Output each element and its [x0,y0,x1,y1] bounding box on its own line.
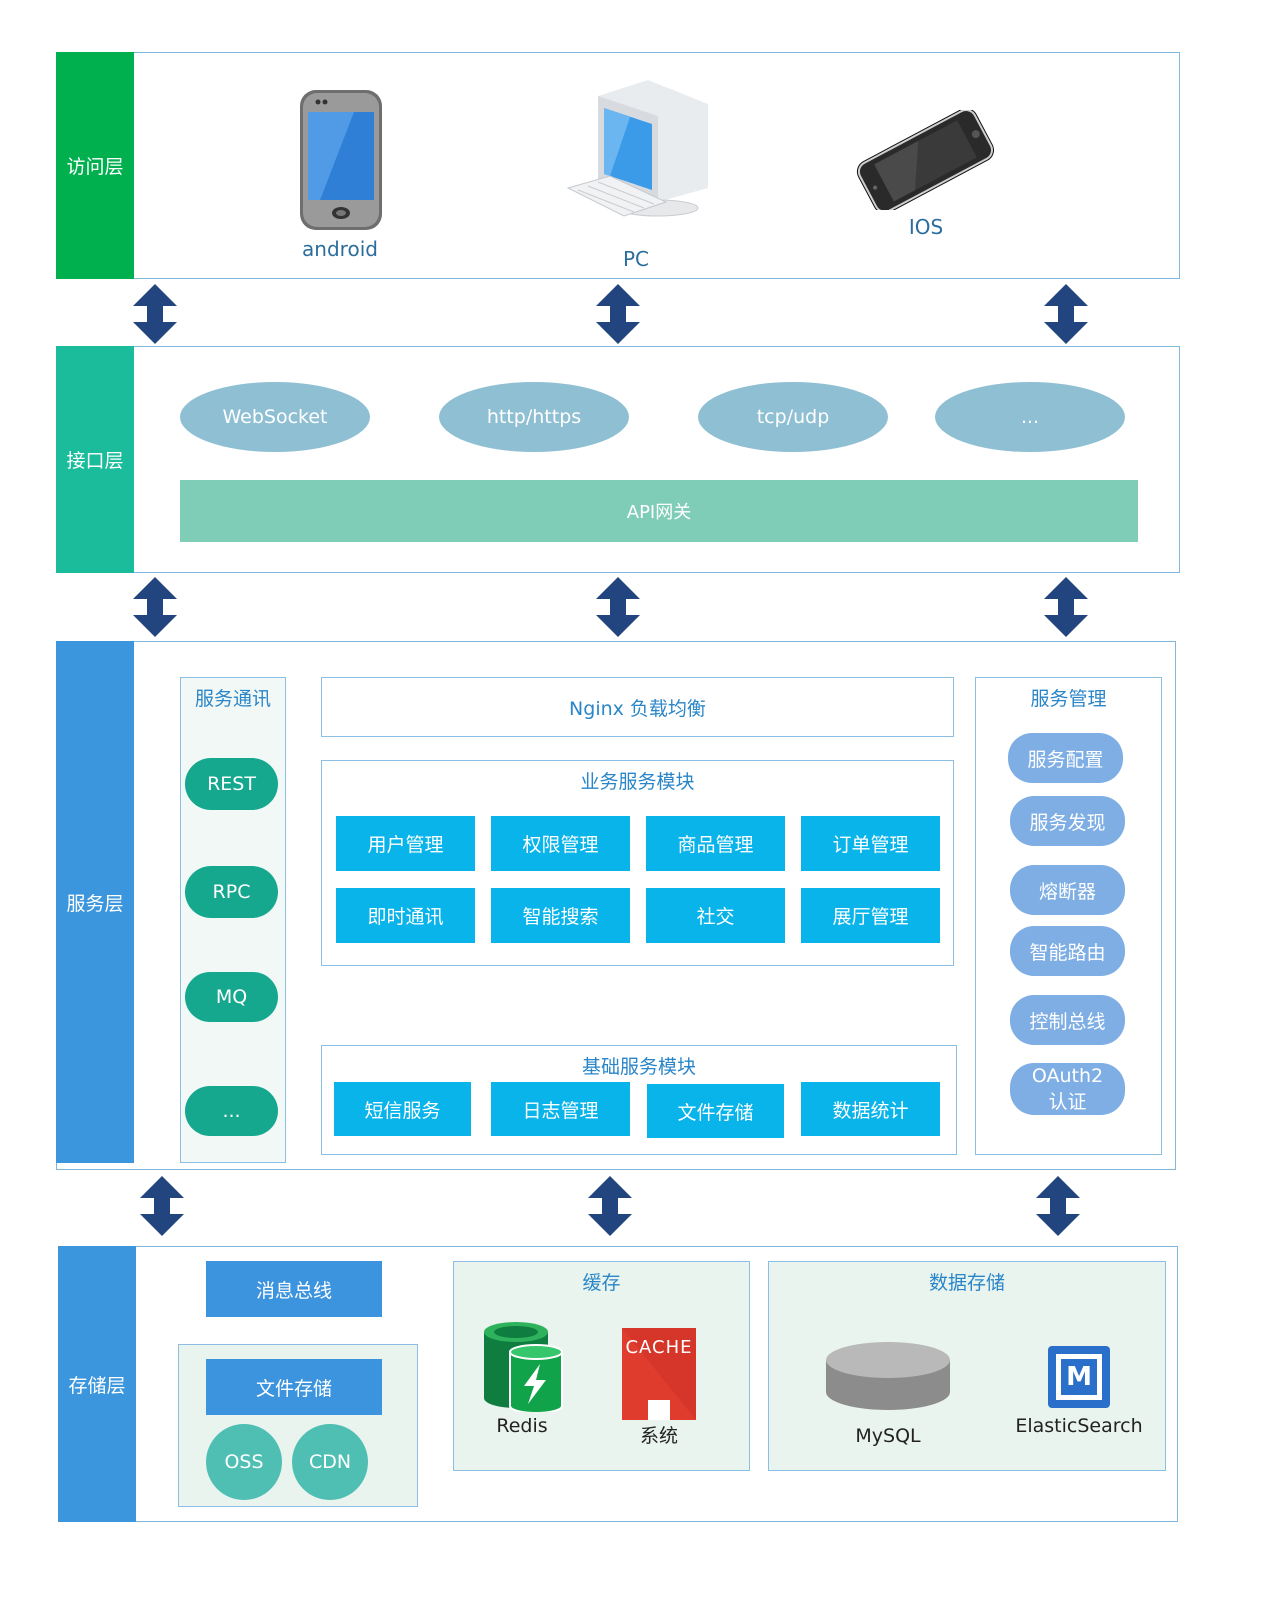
http-ellipse: http/https [439,382,629,452]
mysql-label: MySQL [855,1425,921,1447]
service-layer-label: 服务层 [56,641,134,1163]
more-comm-pill: ... [185,1086,278,1136]
oauth2-auth-pill: OAuth2 认证 [1010,1063,1125,1115]
cache-system-label: 系统 [639,1424,678,1447]
arrow-access-interface-center [596,284,640,344]
pc-label: PC [622,247,650,271]
business-modules-title: 业务服务模块 [580,770,695,793]
product-management-module: 商品管理 [646,816,785,871]
mysql-database-icon [824,1340,952,1412]
api-gateway-bar: API网关 [180,480,1138,542]
mq-pill: MQ [185,972,278,1022]
arrow-interface-service-center [596,577,640,637]
oauth2-label: OAuth2 [1031,1065,1104,1087]
elasticsearch-chip-icon [1048,1346,1110,1408]
cache-system-icon [622,1328,696,1420]
storage-layer-label: 存储层 [58,1246,136,1522]
service-config-pill: 服务配置 [1008,733,1123,783]
oss-circle: OSS [206,1424,282,1500]
interface-layer-label: 接口层 [56,346,134,573]
service-management-title: 服务管理 [1030,687,1107,710]
arrow-service-storage-left [140,1176,184,1236]
android-phone-icon [298,88,384,232]
cache-badge-label: CACHE [625,1336,693,1358]
social-module: 社交 [646,888,785,943]
log-management-module: 日志管理 [491,1082,630,1136]
service-discovery-pill: 服务发现 [1010,796,1125,846]
control-bus-pill: 控制总线 [1010,995,1125,1045]
arrow-access-interface-right [1044,284,1088,344]
pc-computer-icon [560,78,716,238]
more-protocols-ellipse: ... [935,382,1125,452]
base-modules-title: 基础服务模块 [581,1055,696,1078]
rpc-pill: RPC [185,866,278,918]
arrow-interface-service-left [133,577,177,637]
cache-title: 缓存 [582,1271,621,1294]
circuit-breaker-pill: 熔断器 [1010,865,1125,915]
cdn-circle: CDN [292,1424,368,1500]
file-storage-bar: 文件存储 [206,1359,382,1415]
android-label: android [302,237,378,261]
rest-pill: REST [185,758,278,810]
arrow-service-storage-right [1036,1176,1080,1236]
websocket-ellipse: WebSocket [180,382,370,452]
smart-search-module: 智能搜索 [491,888,630,943]
arrow-access-interface-left [133,284,177,344]
redis-icon [480,1320,564,1412]
order-management-module: 订单管理 [801,816,940,871]
message-bus-bar: 消息总线 [206,1261,382,1317]
data-statistics-module: 数据统计 [801,1082,940,1136]
arrow-service-storage-center [588,1176,632,1236]
data-storage-title: 数据存储 [928,1271,1005,1294]
permission-management-module: 权限管理 [491,816,630,871]
showroom-management-module: 展厅管理 [801,888,940,943]
instant-messaging-module: 即时通讯 [336,888,475,943]
sms-service-module: 短信服务 [334,1082,471,1136]
auth-label: 认证 [1048,1091,1087,1113]
tcp-udp-ellipse: tcp/udp [698,382,888,452]
redis-label: Redis [496,1415,548,1437]
user-management-module: 用户管理 [336,816,475,871]
elasticsearch-label: ElasticSearch [1015,1415,1143,1437]
file-storage-module: 文件存储 [647,1084,784,1138]
nginx-load-balancer-box: Nginx 负载均衡 [321,677,954,737]
arrow-interface-service-right [1044,577,1088,637]
ios-label: IOS [908,215,944,239]
ios-phone-icon [848,110,1002,210]
service-comm-title: 服务通讯 [194,687,271,710]
elasticsearch-chip-letter: M [1066,1362,1092,1392]
access-layer-label: 访问层 [56,52,134,279]
smart-routing-pill: 智能路由 [1010,926,1125,976]
